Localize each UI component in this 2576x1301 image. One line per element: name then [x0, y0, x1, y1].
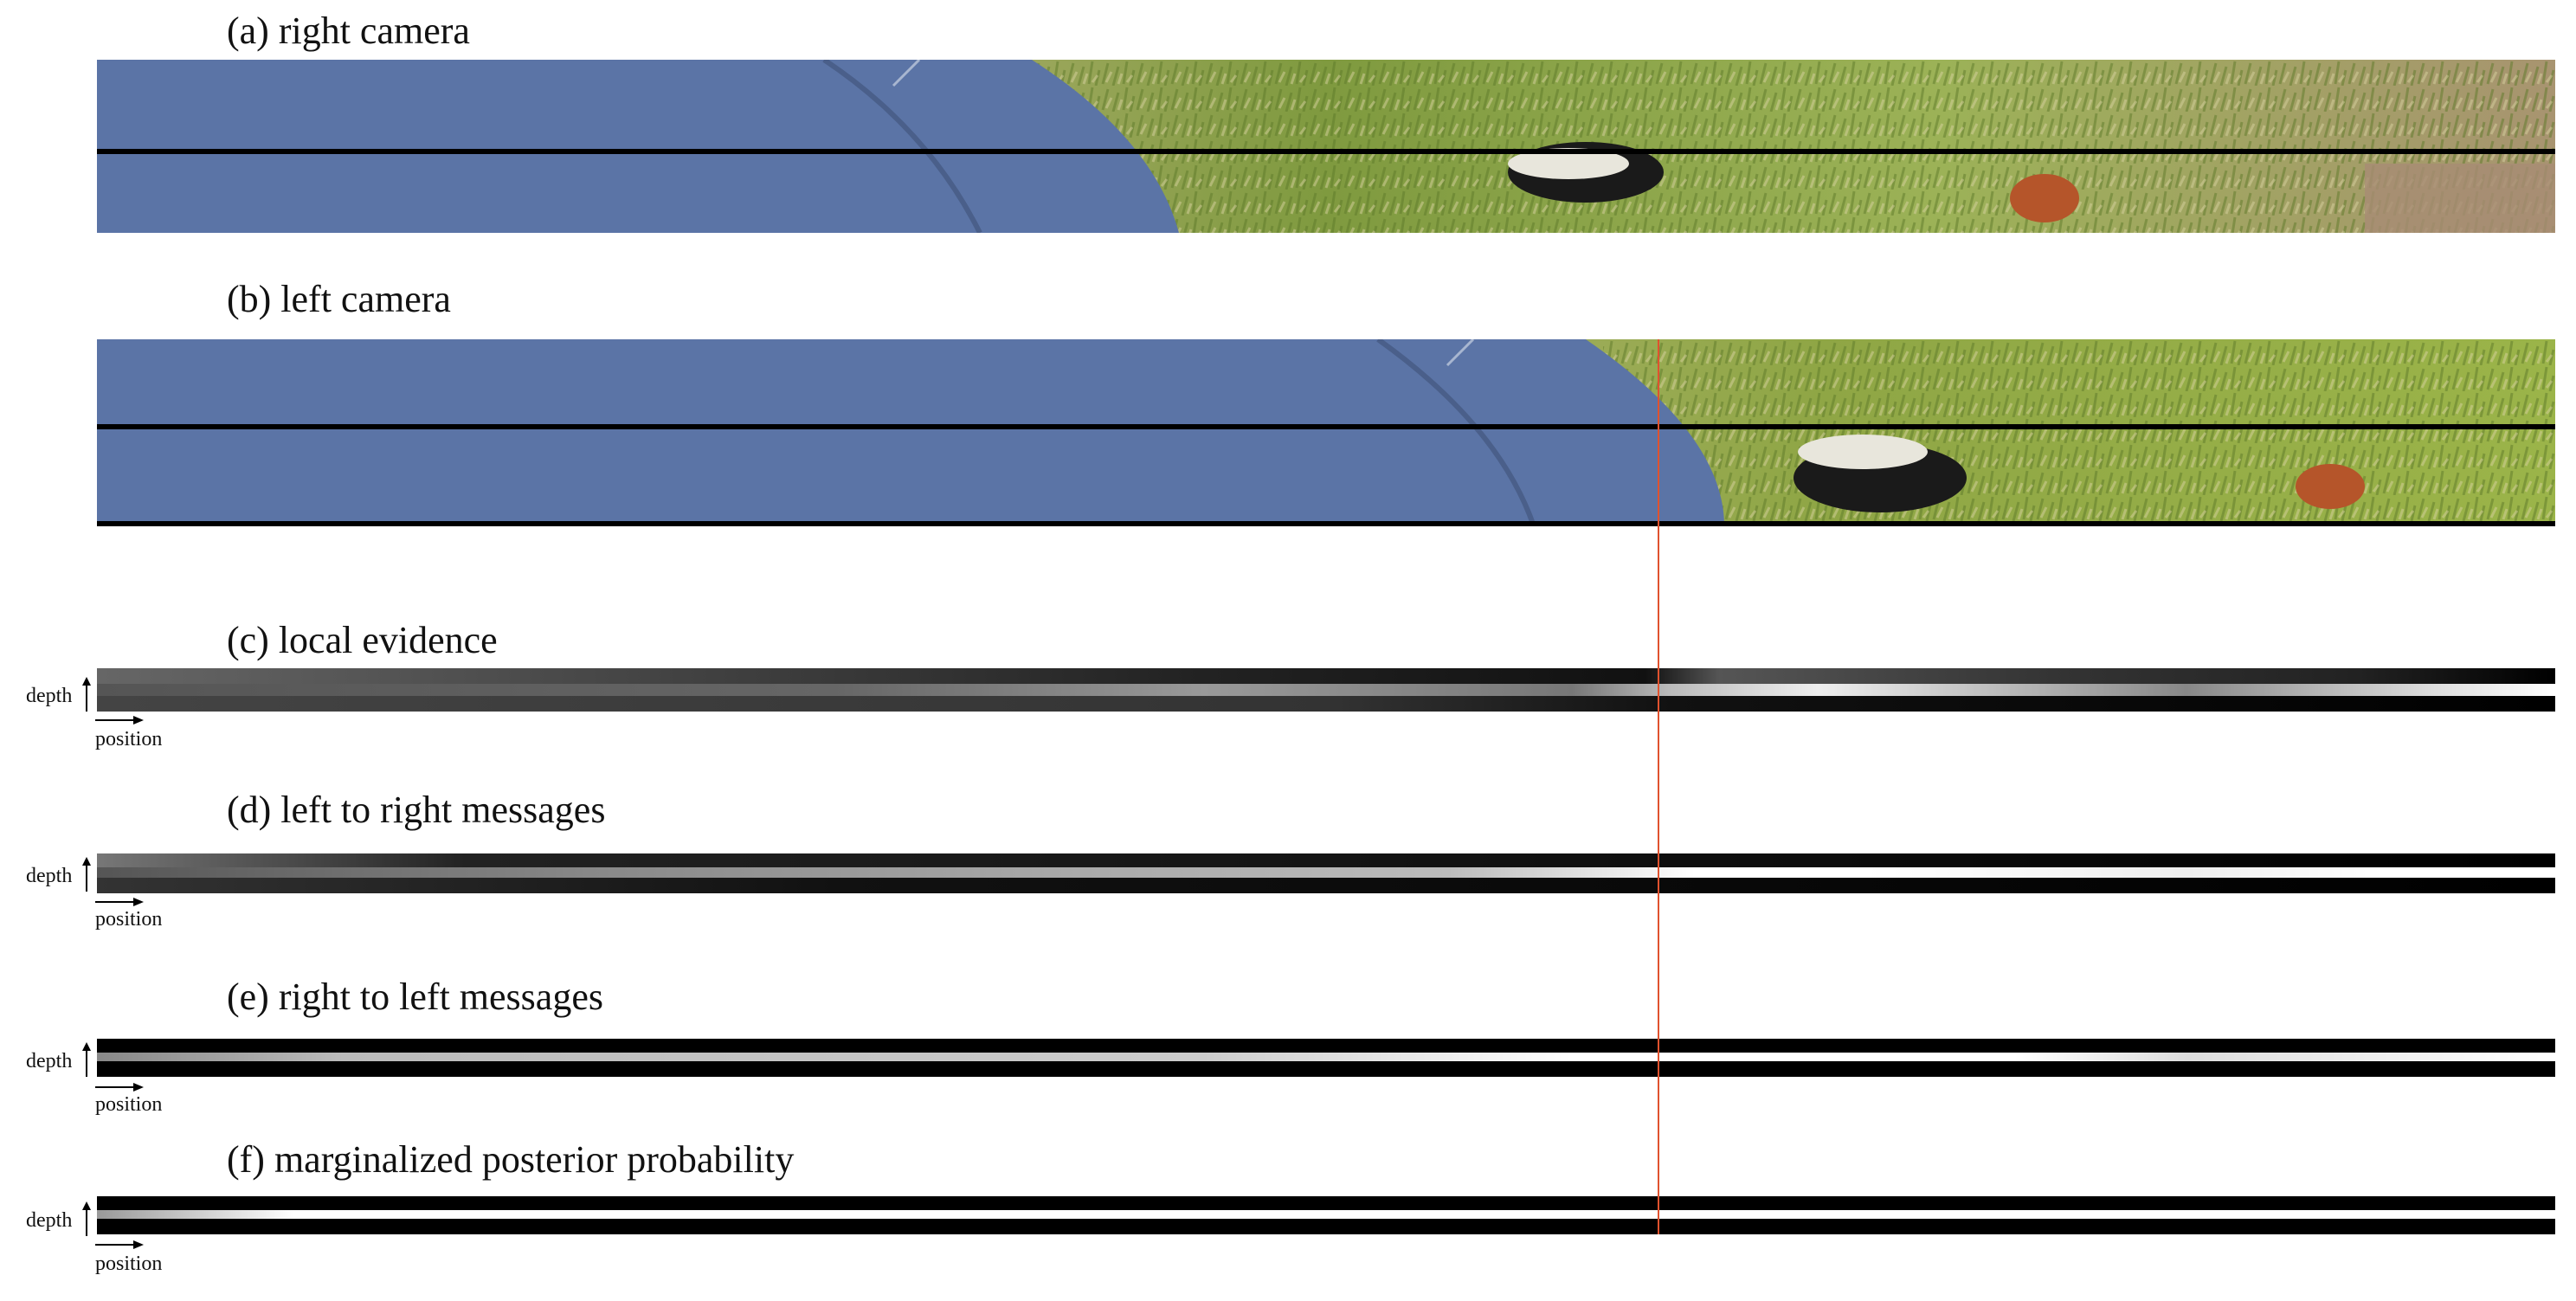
right-camera-image	[97, 60, 2555, 233]
right-to-left-messages-strip	[97, 1039, 2555, 1077]
panel-f-title: (f) marginalized posterior probability	[227, 1138, 795, 1181]
position-arrow-icon	[95, 1083, 144, 1092]
position-arrow-icon	[95, 1240, 144, 1249]
depth-arrow-icon	[82, 857, 91, 892]
depth-arrow-icon	[82, 677, 91, 712]
position-arrow-icon	[95, 716, 144, 725]
position-axis-label-d: position	[95, 908, 163, 931]
position-arrow-icon	[95, 898, 144, 906]
local-evidence-strip	[97, 668, 2555, 712]
panel-b-title: (b) left camera	[227, 278, 451, 320]
left-to-right-messages-strip	[97, 853, 2555, 893]
depth-axis-label-c: depth	[26, 685, 73, 707]
position-axis-label-f: position	[95, 1253, 163, 1275]
panel-d-title: (d) left to right messages	[227, 789, 606, 831]
depth-axis-label-d: depth	[26, 865, 73, 887]
boundary-marker-line	[1658, 339, 1659, 1234]
panel-a-title: (a) right camera	[227, 10, 470, 52]
depth-axis-label-f: depth	[26, 1209, 73, 1232]
position-axis-label-c: position	[95, 728, 163, 750]
depth-arrow-icon	[82, 1042, 91, 1077]
posterior-probability-strip	[97, 1196, 2555, 1234]
depth-axis-label-e: depth	[26, 1050, 73, 1072]
position-axis-label-e: position	[95, 1093, 163, 1116]
panel-c-title: (c) local evidence	[227, 619, 498, 661]
depth-arrow-icon	[82, 1201, 91, 1236]
panel-e-title: (e) right to left messages	[227, 976, 603, 1018]
left-camera-image	[97, 339, 2555, 526]
